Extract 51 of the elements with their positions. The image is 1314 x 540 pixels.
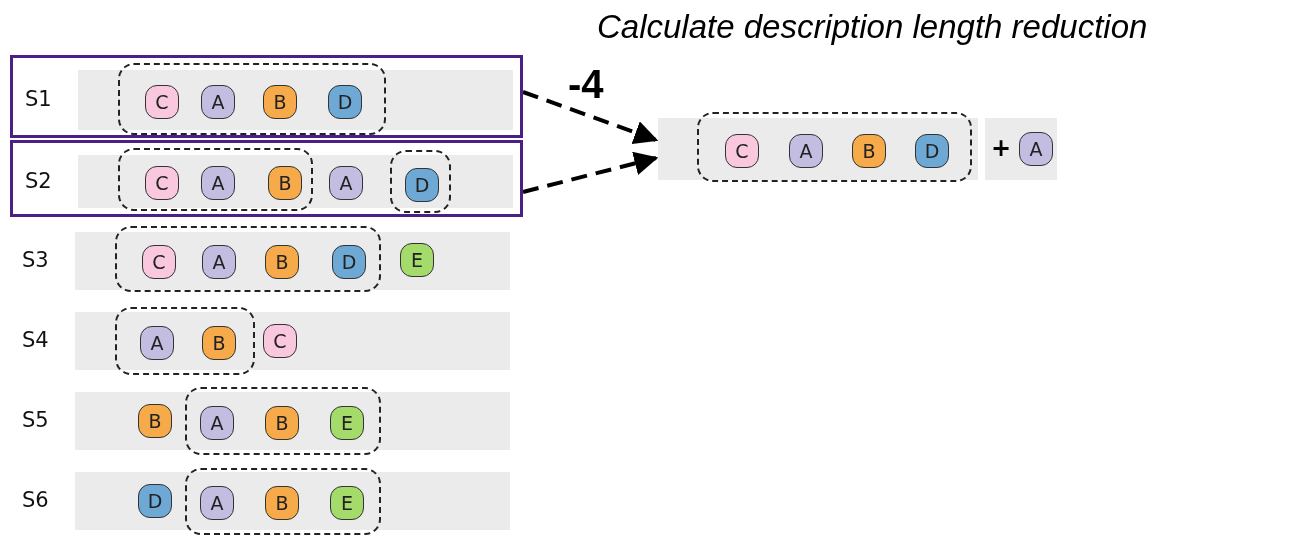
pattern-group <box>115 226 381 292</box>
event-token: B <box>852 134 886 168</box>
event-token: A <box>200 486 234 520</box>
dashed-arrow <box>522 90 659 144</box>
pattern-group <box>390 150 451 213</box>
result-row <box>658 110 978 184</box>
title: Calculate description length reduction <box>597 8 1148 46</box>
pattern-group <box>115 307 255 375</box>
event-token: C <box>145 85 179 119</box>
event-token: C <box>142 245 176 279</box>
event-token: A <box>201 85 235 119</box>
event-token: B <box>265 245 299 279</box>
event-token: C <box>145 166 179 200</box>
event-token: A <box>1019 132 1053 166</box>
event-token: A <box>789 134 823 168</box>
pattern-group <box>118 148 313 211</box>
event-token: D <box>915 134 949 168</box>
event-token: D <box>332 245 366 279</box>
event-token: D <box>405 168 439 202</box>
reduction-value: -4 <box>568 62 604 107</box>
pattern-group <box>118 63 386 135</box>
event-token: A <box>200 406 234 440</box>
event-token: D <box>138 484 172 518</box>
event-token: A <box>201 166 235 200</box>
plus-sign: + <box>991 134 1012 162</box>
addition-row <box>985 118 1057 180</box>
sequence-label: S1 <box>25 87 52 111</box>
event-token: D <box>328 85 362 119</box>
dashed-arrow <box>522 151 659 194</box>
event-token: E <box>400 243 434 277</box>
sequence-label: S3 <box>22 248 49 272</box>
event-token: A <box>329 166 363 200</box>
event-token: A <box>202 245 236 279</box>
event-token: B <box>138 404 172 438</box>
event-token: A <box>140 326 174 360</box>
event-token: B <box>265 406 299 440</box>
event-token: B <box>265 486 299 520</box>
sequence-label: S6 <box>22 488 49 512</box>
event-token: C <box>263 324 297 358</box>
pattern-group <box>185 468 381 535</box>
event-token: B <box>202 326 236 360</box>
event-token: E <box>330 486 364 520</box>
pattern-group <box>185 387 381 455</box>
pattern-group <box>697 112 972 182</box>
event-token: B <box>268 166 302 200</box>
event-token: E <box>330 406 364 440</box>
event-token: C <box>725 134 759 168</box>
sequence-label: S2 <box>25 168 52 193</box>
sequence-label: S4 <box>22 328 49 352</box>
sequence-label: S5 <box>22 408 49 432</box>
event-token: B <box>263 85 297 119</box>
